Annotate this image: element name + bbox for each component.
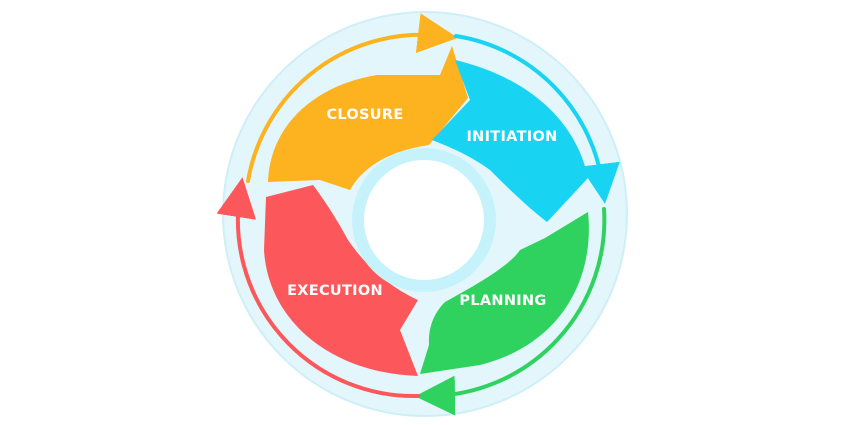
arrow-closure-to-initiation <box>246 13 458 183</box>
segment-closure <box>268 46 468 190</box>
arrow-planning-to-execution <box>415 207 607 416</box>
center-hole <box>364 160 484 280</box>
arrow-initiation-to-planning <box>454 34 620 204</box>
segment-planning <box>420 212 589 374</box>
arrow-execution-to-closure <box>216 177 420 399</box>
segment-execution <box>264 185 418 376</box>
stage-label-closure: CLOSURE <box>326 107 403 123</box>
stage-label-initiation: INITIATION <box>466 129 557 145</box>
stage-label-execution: EXECUTION <box>287 283 383 299</box>
segment-initiation <box>432 60 588 222</box>
stage-label-planning: PLANNING <box>459 293 546 309</box>
